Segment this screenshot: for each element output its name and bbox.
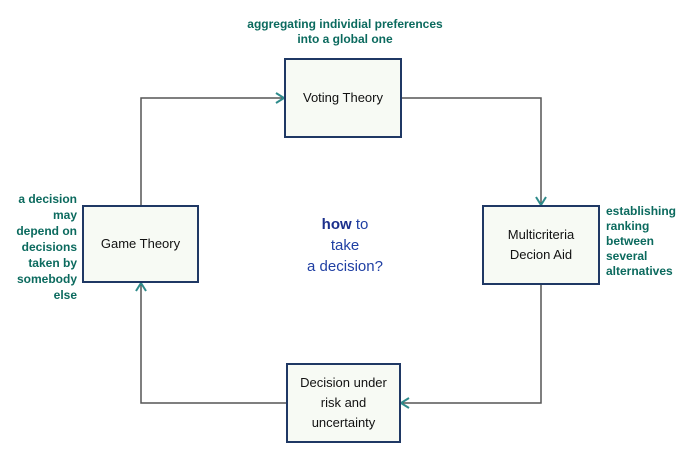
edge-game-to-voting	[140, 97, 284, 205]
game-annotation-line: decisions	[21, 240, 77, 254]
center-how: how	[321, 216, 352, 233]
node-label: Multicriteria	[507, 227, 575, 242]
center-line-3: a decision?	[307, 258, 383, 275]
game-annotation-line: a decision	[18, 192, 77, 206]
node-voting-theory: Voting Theory	[284, 58, 402, 138]
mcda-annotation-line: several	[606, 249, 648, 263]
voting-annotation: aggregating individial preferences into …	[235, 17, 455, 47]
edge-mcda-to-decision	[401, 285, 542, 404]
center-line-1: how to	[280, 214, 410, 235]
node-label: Decision under	[300, 375, 387, 390]
edge-voting-to-mcda	[402, 97, 542, 205]
game-annotation-line: somebody	[16, 272, 77, 286]
arrowhead-decision	[399, 397, 410, 409]
voting-annotation-line: aggregating individial preferences	[247, 17, 443, 31]
node-label: Game Theory	[100, 236, 181, 251]
arrowhead-game	[135, 281, 147, 292]
center-line-2: take	[330, 237, 360, 254]
mcda-annotation-line: alternatives	[606, 264, 673, 278]
mcda-annotation-line: between	[606, 234, 655, 248]
game-annotation-line: taken by	[28, 256, 77, 270]
voting-annotation-line: into a global one	[297, 32, 393, 46]
node-label: uncertainty	[311, 415, 376, 430]
node-label: Voting Theory	[303, 90, 383, 105]
center-to: to	[351, 216, 369, 233]
mcda-annotation-line: establishing	[606, 204, 677, 218]
mcda-annotation: establishing ranking between several alt…	[606, 204, 686, 279]
mcda-annotation-line: ranking	[606, 219, 650, 233]
edge-decision-to-game	[140, 283, 286, 404]
node-game-theory: Game Theory	[82, 205, 199, 283]
node-label: Decion Aid	[509, 247, 573, 262]
game-annotation-line: may	[52, 208, 77, 222]
game-annotation: a decision may depend on decisions taken…	[4, 191, 77, 303]
game-annotation-line: depend on	[16, 224, 77, 238]
center-question: how to take a decision?	[280, 214, 410, 277]
node-label: risk and	[320, 395, 367, 410]
game-annotation-line: else	[53, 288, 77, 302]
node-decision-under-risk: Decision under risk and uncertainty	[286, 363, 401, 443]
node-multicriteria-decision-aid: Multicriteria Decion Aid	[482, 205, 600, 285]
